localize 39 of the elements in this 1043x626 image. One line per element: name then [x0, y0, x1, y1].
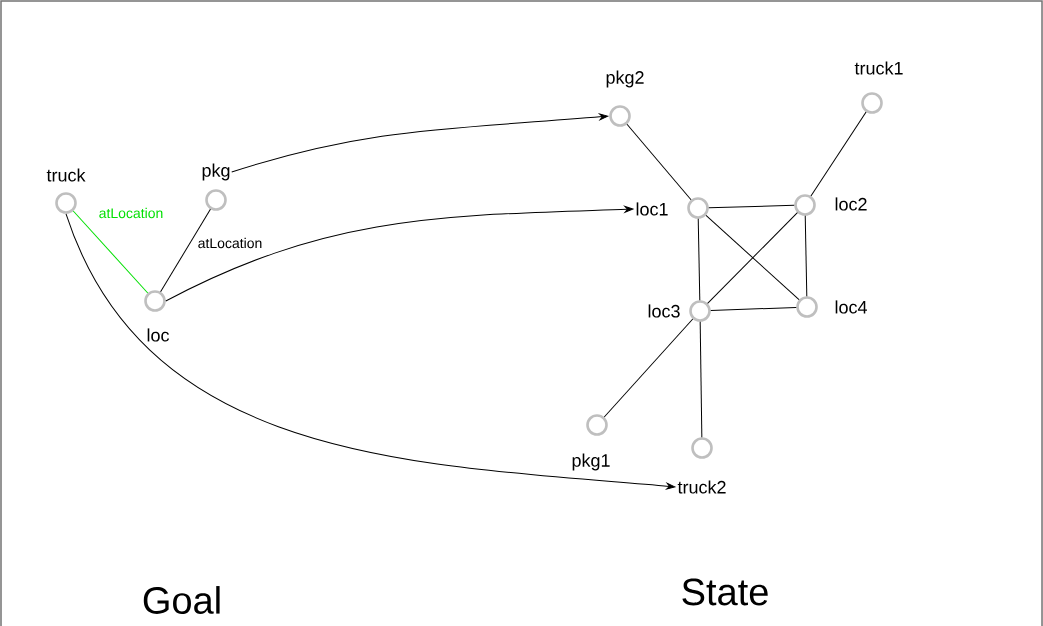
graph-node: truck	[46, 168, 86, 214]
node-label: pkg	[202, 163, 230, 181]
graph-node: pkg2	[606, 70, 644, 127]
graph-node: truck1	[854, 61, 903, 114]
section-title: State	[682, 578, 768, 606]
connector-line	[626, 123, 692, 201]
arrow	[65, 213, 676, 490]
connector-line	[160, 208, 211, 293]
arrow	[231, 113, 609, 173]
graph-node: pkg1	[572, 414, 610, 471]
connector-line	[804, 215, 808, 297]
node-label: loc1	[636, 202, 668, 216]
arrow	[165, 205, 634, 302]
graph-node: truck2	[677, 437, 726, 494]
connector-line	[72, 210, 149, 294]
node-label: truck2	[677, 480, 726, 494]
graph-node: loc3	[648, 300, 711, 322]
graph-node: loc	[144, 290, 170, 342]
connector-line	[697, 218, 701, 301]
graph-node: loc1	[636, 197, 709, 219]
node-label: pkg1	[572, 453, 610, 471]
connector-line	[710, 306, 797, 312]
node-label: loc4	[835, 300, 867, 314]
node-label: truck	[46, 168, 86, 182]
node-label: truck1	[854, 61, 903, 75]
section-title: Goal	[143, 586, 220, 614]
graph-node: pkg	[202, 163, 230, 211]
connector-line	[603, 318, 694, 418]
node-label: loc2	[835, 197, 867, 211]
connector-line	[708, 204, 795, 209]
edge-label: atLocation	[97, 206, 165, 220]
connector-line	[699, 321, 703, 438]
graph-node: loc2	[794, 194, 867, 216]
node-label: loc3	[648, 304, 680, 318]
connector-line	[810, 111, 867, 197]
node-label: loc	[147, 328, 170, 342]
edge-label: atLocation	[196, 236, 264, 250]
node-label: pkg2	[606, 70, 644, 88]
graph-node: loc4	[796, 296, 867, 318]
